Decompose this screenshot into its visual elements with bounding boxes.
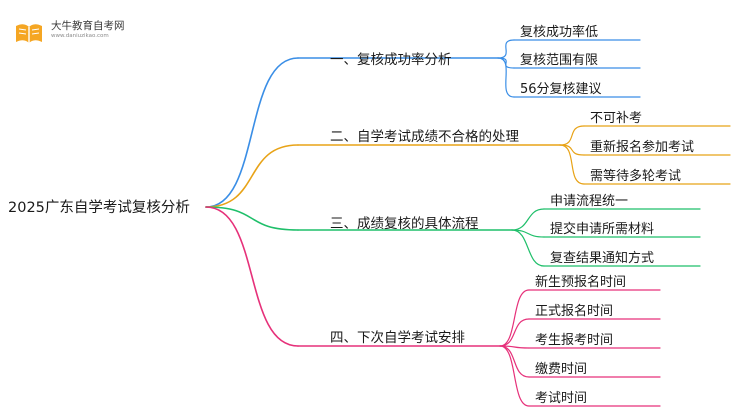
branch-connector (205, 206, 299, 347)
branch-connector (205, 206, 299, 231)
leaf-topic: 需等待多轮考试 (590, 169, 682, 184)
leaf-topic: 56分复核建议 (520, 82, 602, 97)
leaf-topic: 新生预报名时间 (535, 275, 627, 290)
leaf-topic: 考生报考时间 (535, 333, 614, 348)
branch-topic: 一、复核成功率分析 (330, 52, 452, 68)
root-topic: 2025广东自学考试复核分析 (8, 200, 190, 216)
branch-connector (205, 144, 299, 208)
leaf-topic: 复核成功率低 (520, 25, 599, 40)
leaf-topic: 提交申请所需材料 (550, 222, 655, 237)
leaf-connector (559, 125, 585, 146)
leaf-connector (497, 57, 515, 98)
leaf-topic: 重新报名参加考试 (590, 140, 695, 155)
leaf-topic: 不可补考 (590, 111, 643, 126)
leaf-topic: 复查结果通知方式 (550, 251, 655, 266)
branch-connector (205, 57, 299, 208)
leaf-connector (511, 208, 545, 231)
leaf-topic: 正式报名时间 (535, 304, 614, 319)
leaf-topic: 缴费时间 (535, 362, 588, 377)
branch-topic: 三、成绩复核的具体流程 (330, 216, 479, 232)
leaf-topic: 考试时间 (535, 391, 588, 406)
leaf-connector (499, 318, 530, 347)
leaf-connector (499, 345, 530, 378)
logo-url: www.daniuzikao.com (51, 33, 109, 39)
leaf-connector (559, 144, 585, 185)
leaf-connector (511, 229, 545, 267)
site-logo: 大牛教育自考网 www.daniuzikao.com (14, 16, 125, 50)
leaf-topic: 申请流程统一 (550, 194, 629, 209)
leaf-connector (559, 144, 585, 156)
leaf-connector (499, 289, 530, 347)
branch-topic: 二、自学考试成绩不合格的处理 (330, 129, 519, 145)
leaf-connector (497, 39, 515, 59)
logo-title: 大牛教育自考网 (51, 20, 125, 32)
leaf-connector (499, 345, 530, 407)
branch-topic: 四、下次自学考试安排 (330, 330, 465, 346)
leaf-topic: 复核范围有限 (520, 53, 599, 68)
book-icon (16, 24, 42, 43)
